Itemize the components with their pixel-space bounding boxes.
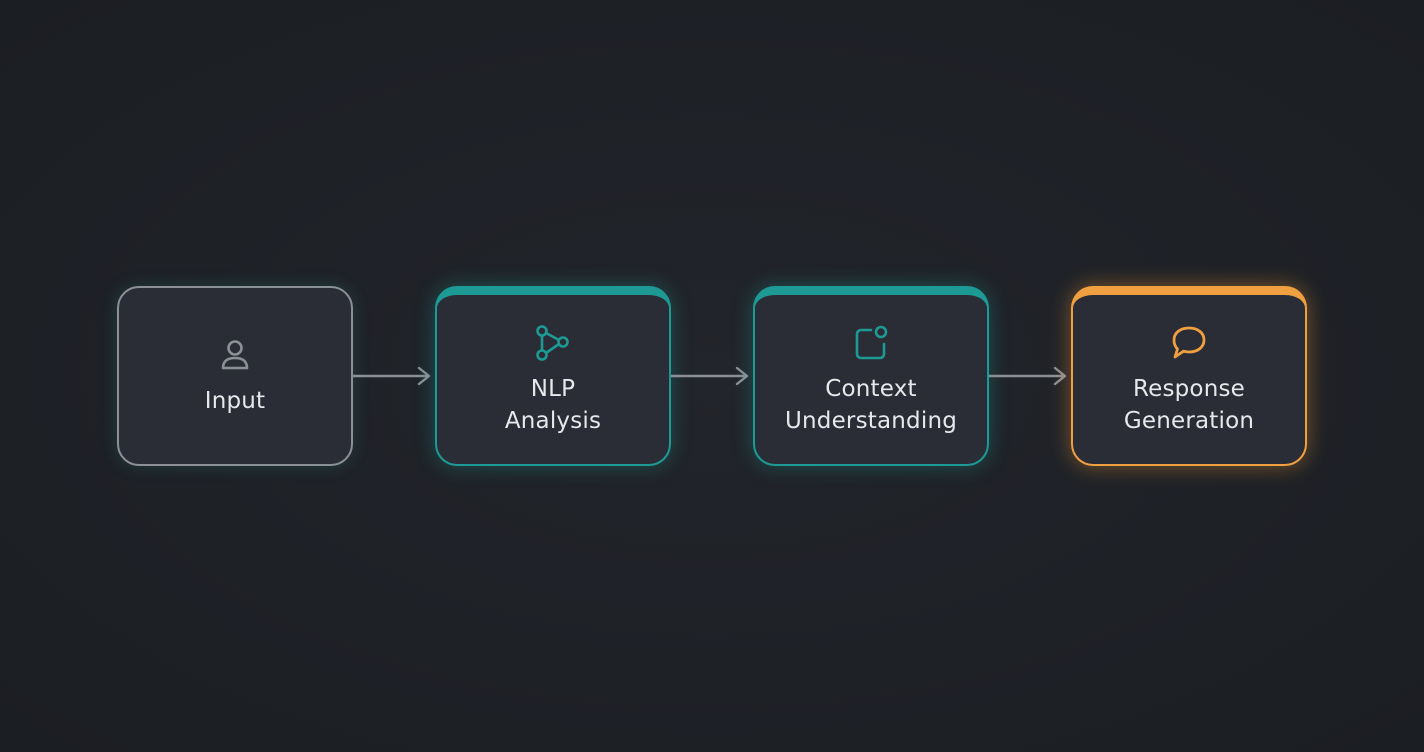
arrow-input-to-nlp [353,366,431,386]
node-context-label-line2: Understanding [784,407,958,434]
node-input: Input [117,286,353,466]
arrow-context-to-response [989,366,1067,386]
node-nlp-label-line1: NLP [530,375,576,402]
node-nlp-label-line2: Analysis [504,407,602,434]
node-response-label-line1: Response [1132,375,1246,402]
node-input-label: Input [204,388,266,414]
chat-bubble-icon [1169,323,1209,363]
node-response-label-line2: Generation [1123,407,1255,434]
user-icon [215,335,255,375]
node-response-generation: Response Generation [1071,286,1307,466]
node-nlp-analysis: NLP Analysis [435,286,671,466]
node-context-understanding: Context Understanding [753,286,989,466]
node-context-label-line1: Context [825,375,917,402]
nodes-icon [533,323,573,363]
app-notification-icon [851,323,891,363]
arrow-nlp-to-context [671,366,749,386]
